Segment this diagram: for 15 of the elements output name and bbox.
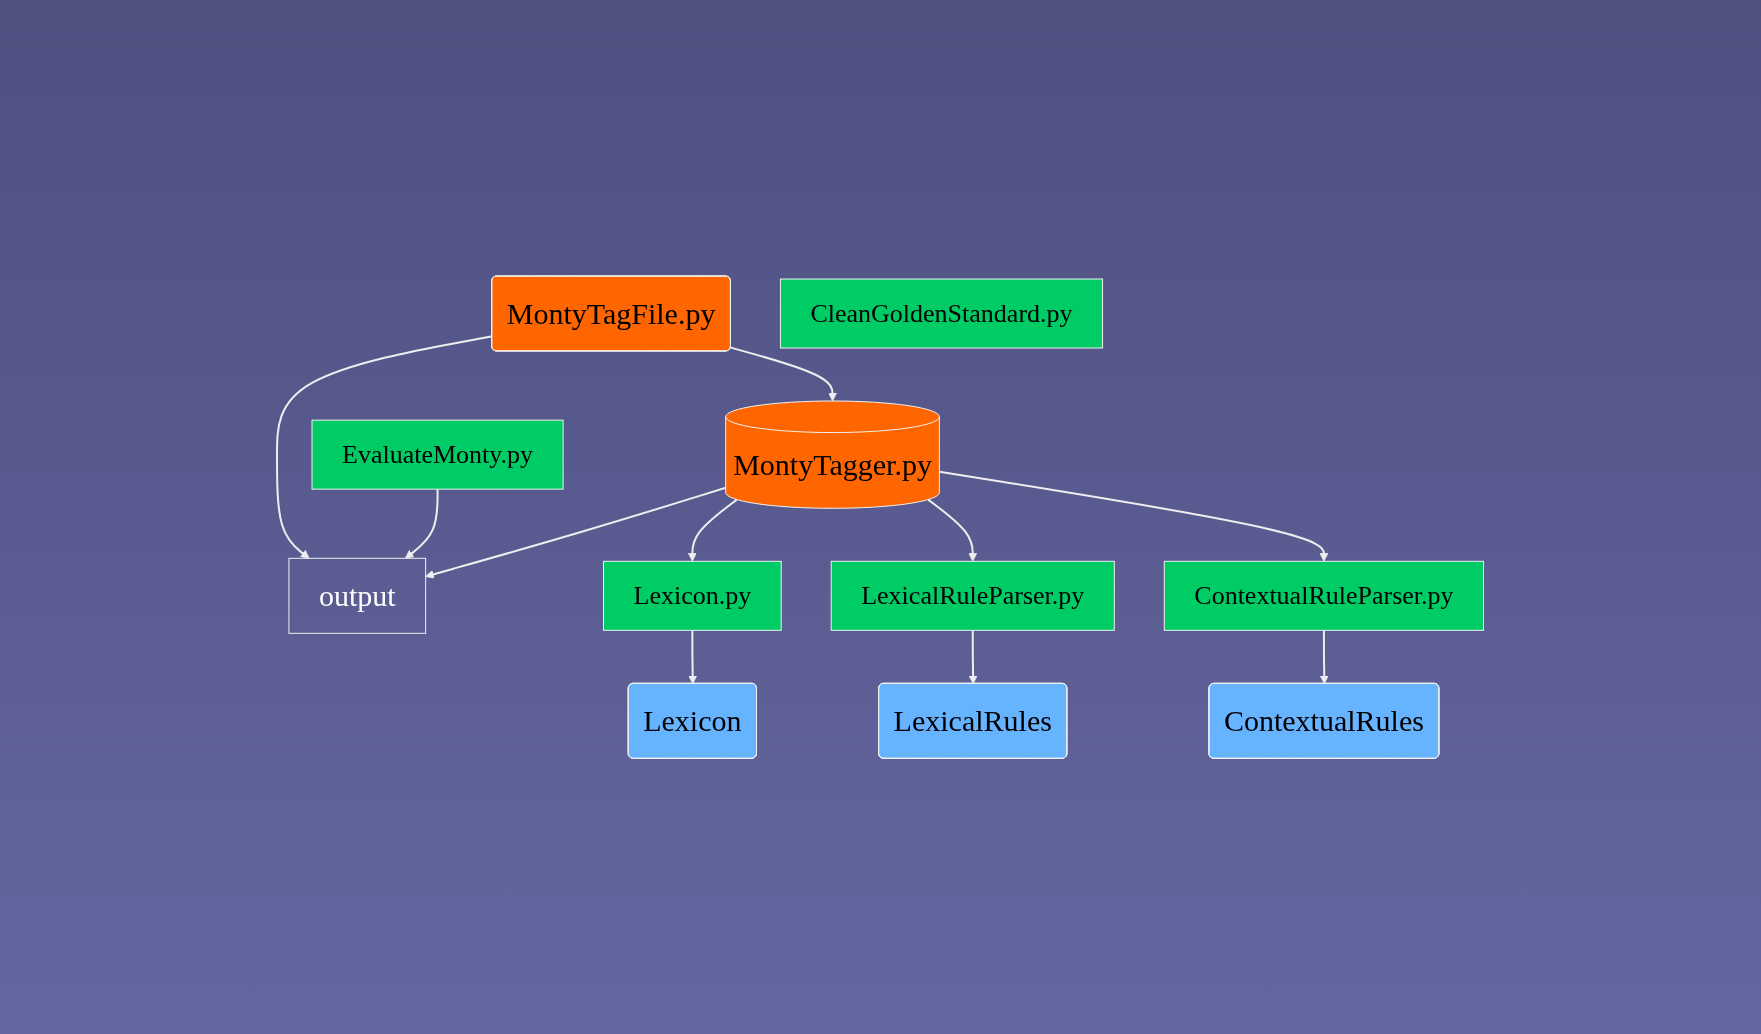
arrow <box>425 486 727 579</box>
arrow <box>688 498 739 562</box>
node-box: ContextualRuleParser.py <box>1164 560 1485 631</box>
arrow <box>405 488 439 559</box>
node-box: output <box>288 557 427 634</box>
arrow <box>1320 629 1329 685</box>
arrow <box>927 498 978 562</box>
arrow <box>730 346 838 402</box>
node-box: Lexicon.py <box>603 560 782 631</box>
node-box: LexicalRuleParser.py <box>830 560 1115 631</box>
arrow <box>968 629 978 685</box>
node-box: CleanGoldenStandard.py <box>780 278 1104 349</box>
node-box: EvaluateMonty.py <box>311 419 564 490</box>
arrow <box>938 470 1329 562</box>
arrow <box>688 629 698 685</box>
